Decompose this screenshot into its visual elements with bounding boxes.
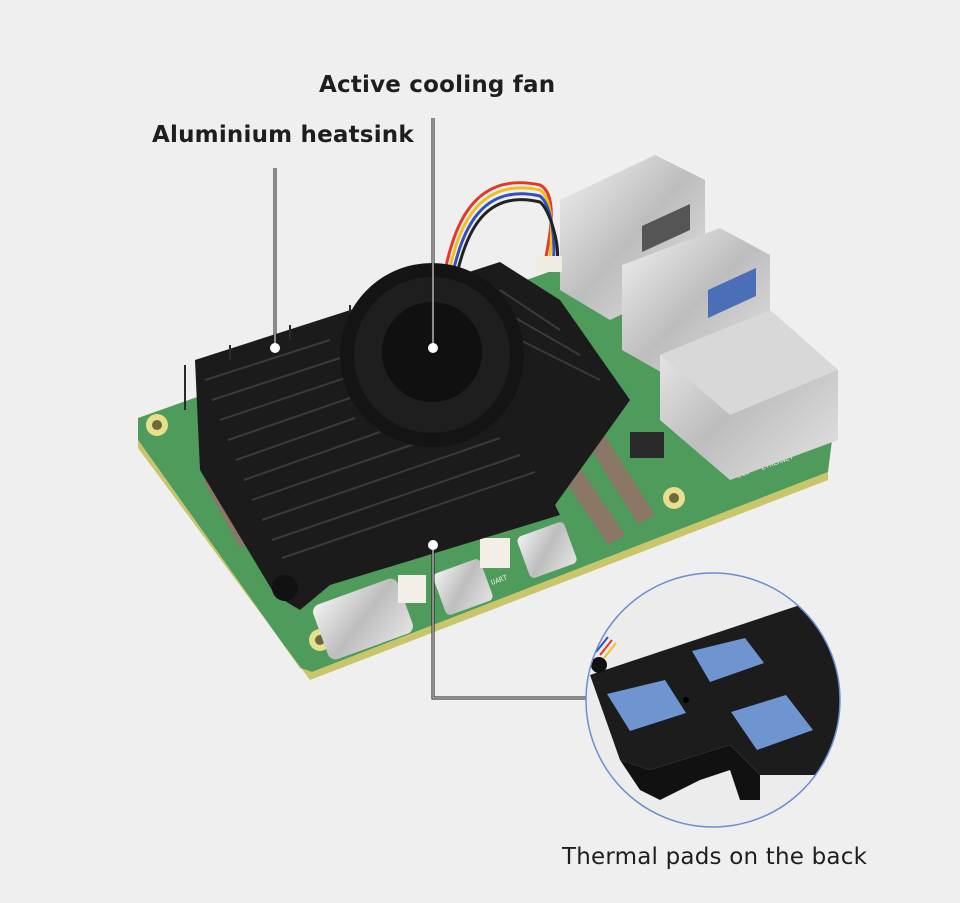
fan-pointer-dot: [428, 343, 438, 353]
dsi-connector: [588, 436, 655, 524]
thermal-pads-label: Thermal pads on the back: [562, 844, 868, 870]
thermal-pointer-dot: [428, 540, 438, 550]
heatsink-pointer-dot: [270, 343, 280, 353]
heatsink-label: Aluminium heatsink: [152, 122, 414, 148]
uart-connector: [480, 538, 510, 568]
fan-label: Active cooling fan: [319, 72, 556, 98]
micro-hdmi-port-0: [433, 559, 493, 615]
thermal-pad-2: [692, 638, 764, 682]
fan-cable: [438, 181, 562, 301]
mounting-screw: [272, 575, 298, 601]
cooling-fan: [340, 263, 524, 447]
usb-c-port: [313, 578, 413, 660]
thermal-pad-1: [607, 680, 686, 731]
inset-ring: [585, 572, 841, 828]
micro-hdmi-port-1: [517, 522, 577, 578]
thermal-pads-inset: [585, 572, 841, 828]
thermal-pad-3: [731, 695, 813, 750]
fan-header: [630, 432, 664, 458]
